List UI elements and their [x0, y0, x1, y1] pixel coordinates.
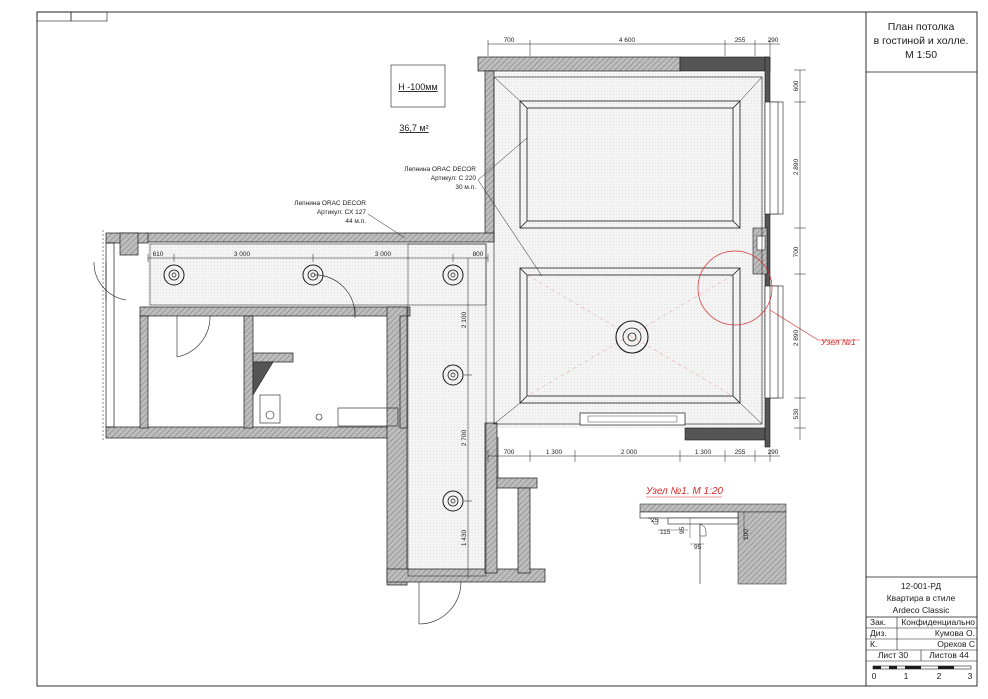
node-1-circle: [697, 250, 773, 326]
detail-dim-4: 95: [694, 544, 702, 551]
dim-corridor-2: 3 000: [234, 251, 251, 258]
dim-bottom-1: 700: [504, 449, 515, 456]
right-windows: [752, 101, 784, 399]
dimensions-top: [487, 40, 780, 56]
title-block: План потолка в гостиной и холле. М 1:50 …: [865, 12, 977, 686]
height-label: Н -100мм: [398, 82, 437, 92]
callout-c220: Лепнина ORAC DECOR Артикул: С 220 30 м.п…: [404, 137, 543, 277]
cornice-strip: [579, 412, 686, 426]
scale-label-2: 2: [937, 671, 942, 681]
scale-label-3: 3: [968, 671, 973, 681]
dim-top-1: 700: [504, 37, 515, 44]
callout-2-line-1: Лепнина ORAC DECOR: [294, 200, 366, 207]
project-name-line-2: Ardeco Classic: [893, 605, 950, 615]
dim-top-3: 255: [735, 37, 746, 44]
chandelier-icon: [615, 320, 649, 354]
sheet-frame: [36, 11, 978, 687]
project-code: 12-001-РД: [901, 581, 941, 591]
area-label: 36,7 м²: [399, 123, 428, 133]
row-value-designer: Кумова О.: [935, 628, 975, 638]
dim-corridor-1: 610: [153, 251, 164, 258]
callout-1-line-3: 30 м.п.: [455, 184, 476, 191]
detail-title: Узел №1. М 1:20: [645, 486, 723, 497]
callout-1-line-1: Лепнина ORAC DECOR: [404, 166, 476, 173]
sheet-title-line-2: в гостиной и холле.: [874, 35, 969, 47]
row-value-client: Конфиденциально: [901, 617, 975, 627]
dim-corridor-3: 3 000: [375, 251, 392, 258]
detail-dim-2: 115: [660, 529, 671, 536]
callout-cx127: Лепнина ORAC DECOR Артикул: СХ 127 44 м.…: [294, 200, 406, 239]
dim-right-4: 2 890: [793, 329, 800, 346]
dim-bottom-5: 255: [735, 449, 746, 456]
sheet-number: Лист 30: [878, 650, 909, 660]
dim-top-2: 4 600: [619, 37, 636, 44]
doors: [93, 261, 499, 625]
light-icon: [442, 264, 464, 286]
sheet-title-line-1: План потолка: [888, 21, 955, 33]
row-label-checker: К.: [870, 639, 877, 649]
ceiling-lights: [163, 264, 464, 512]
dim-right-1: 600: [793, 80, 800, 91]
ceiling-coffer-lower: [493, 267, 763, 425]
hall-moulding: [407, 243, 487, 577]
dimensions-bottom: [487, 450, 780, 462]
detail-node-1: Узел №1. М 1:20 25 115 95 95 100: [639, 486, 787, 585]
dim-vertical-1: 2 100: [461, 311, 468, 328]
callout-1-line-2: Артикул: С 220: [431, 175, 477, 182]
light-icon: [442, 490, 464, 512]
detail-dim-5: 100: [743, 529, 750, 540]
callout-2-line-3: 44 м.п.: [345, 218, 366, 225]
row-label-designer: Диз.: [870, 628, 887, 638]
row-label-client: Зак.: [870, 617, 886, 627]
dim-right-2: 2 890: [793, 158, 800, 175]
dim-bottom-4: 1 300: [695, 449, 712, 456]
light-icon: [163, 264, 185, 286]
detail-dim-1: 25: [651, 517, 659, 524]
height-label-box: [390, 64, 446, 108]
sheet-title-line-3: М 1:50: [905, 49, 937, 61]
row-value-checker: Орехов С: [937, 639, 975, 649]
dimensions-corridor: [147, 254, 489, 262]
dimensions-right: [794, 69, 806, 440]
dimensions-vertical: [464, 258, 472, 578]
dim-vertical-3: 1 430: [461, 529, 468, 546]
ceiling-area: [148, 73, 765, 578]
project-name-line-1: Квартира в стиле: [887, 593, 956, 603]
stamp-boxes: [36, 11, 108, 22]
node-1-label: Узел №1: [820, 337, 856, 347]
dim-bottom-2: 1 300: [546, 449, 563, 456]
callout-2-line-2: Артикул: СХ 127: [317, 209, 367, 216]
dim-corridor-4: 800: [473, 251, 484, 258]
scale-label-0: 0: [872, 671, 877, 681]
dim-top-4: 290: [768, 37, 779, 44]
fixtures: [252, 361, 399, 427]
dark-walls: [679, 56, 771, 448]
scale-label-1: 1: [904, 671, 909, 681]
dim-bottom-6: 290: [768, 449, 779, 456]
dim-right-3: 700: [793, 246, 800, 257]
floor-plan: Н -100мм 36,7 м² Лепнина ORAC DECOR Арти…: [93, 37, 860, 625]
dim-right-5: 530: [793, 408, 800, 419]
sheets-total: Листов 44: [929, 650, 969, 660]
dim-bottom-3: 2 000: [621, 449, 638, 456]
dim-vertical-2: 2 700: [461, 429, 468, 446]
scale-bar: 0 1 2 3: [872, 665, 973, 681]
light-icon: [442, 364, 464, 386]
